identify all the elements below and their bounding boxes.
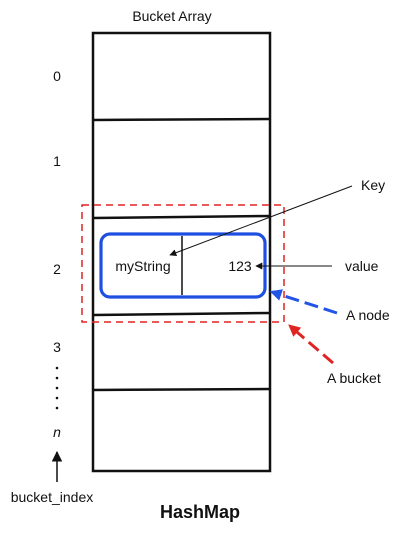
node-callout-label: A node [346,307,390,323]
bucket-index-1: 1 [53,153,61,169]
bucket-array-box [91,31,272,473]
bucket-divider [92,117,271,122]
node-value: 123 [228,258,252,274]
diagram-title: HashMap [160,502,240,522]
node-key: myString [115,258,170,274]
bucket-index-2: 2 [53,261,61,277]
index-axis-label: bucket_index [11,489,94,505]
bucket-callout-arrow [288,324,334,365]
node-callout-arrow [269,289,338,315]
bucket-divider [92,311,271,317]
key-callout-label: Key [361,177,385,193]
value-callout-label: value [345,258,379,274]
bucket-divider [92,214,271,220]
bucket-highlight [81,204,285,323]
bucket-index-3: 3 [53,339,61,355]
index-ellipsis [55,366,59,410]
bucket-array-header: Bucket Array [132,8,211,24]
bucket-divider [92,387,271,392]
key-callout-arrow [169,185,353,257]
bucket-index-n: n [53,424,61,440]
bucket-index-0: 0 [53,68,61,84]
bucket-callout-label: A bucket [327,370,381,386]
